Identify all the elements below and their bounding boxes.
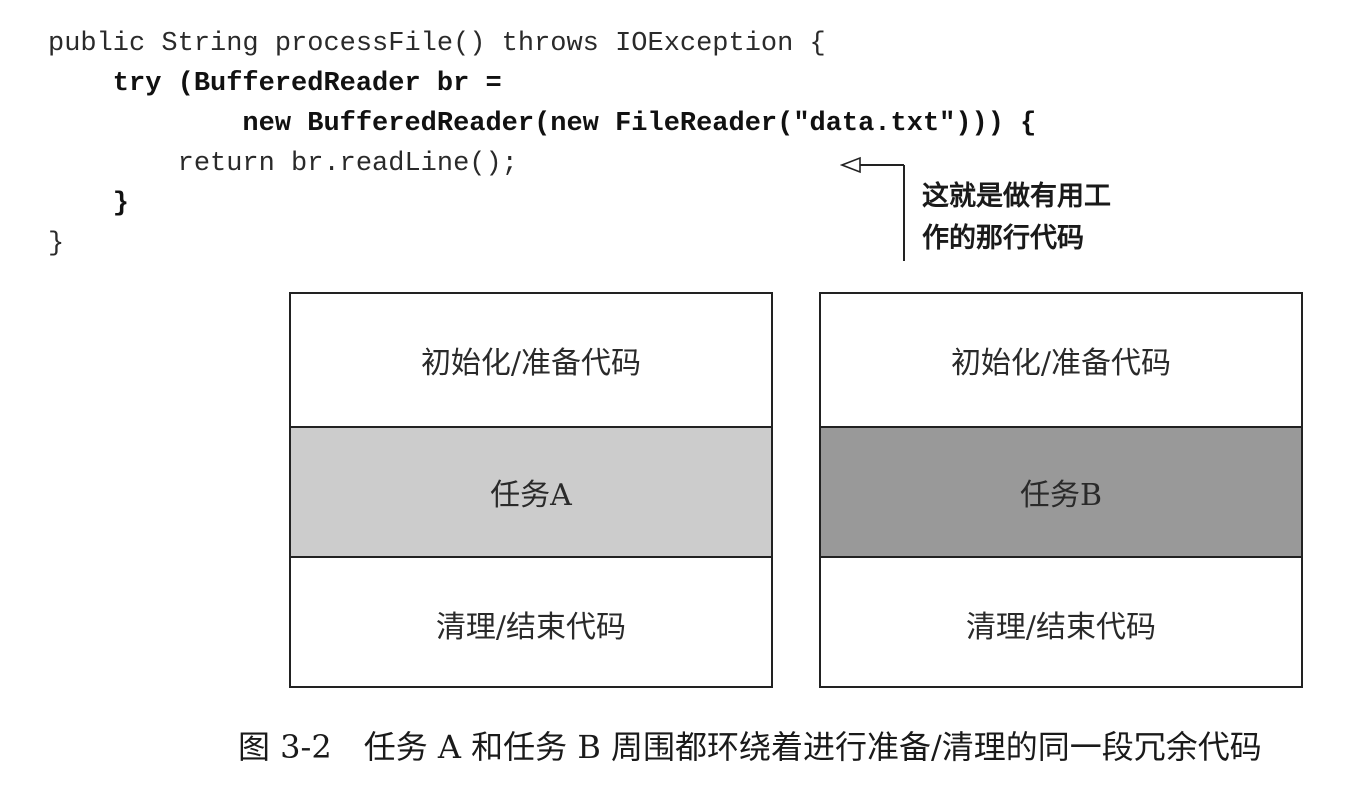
code-annotation: 这就是做有用工 作的那行代码 <box>840 150 1160 265</box>
code-line-5: } <box>48 189 130 219</box>
code-listing: public String processFile() throws IOExc… <box>48 24 1036 264</box>
callout-arrow-icon <box>840 156 905 261</box>
annotation-text: 这就是做有用工 作的那行代码 <box>922 176 1111 260</box>
code-line-6: } <box>48 229 65 259</box>
task-a-init-section: 初始化/准备代码 <box>420 346 642 381</box>
code-line-2: try (BufferedReader br = <box>48 69 502 99</box>
task-b-work-section: 任务B <box>821 426 1301 558</box>
code-line-4: return br.readLine(); <box>48 149 518 179</box>
annotation-line-1: 这就是做有用工 <box>922 181 1111 212</box>
task-b-init-section: 初始化/准备代码 <box>950 346 1172 381</box>
task-b-cleanup-section: 清理/结束代码 <box>965 610 1157 645</box>
figure-caption: 图 3-2 任务 A 和任务 B 周围都环绕着进行准备/清理的同一段冗余代码 <box>238 728 1262 766</box>
task-a-block: 初始化/准备代码 任务A 清理/结束代码 <box>289 292 773 688</box>
code-line-3: new BufferedReader(new FileReader("data.… <box>48 109 1037 139</box>
task-b-block: 初始化/准备代码 任务B 清理/结束代码 <box>819 292 1303 688</box>
annotation-line-2: 作的那行代码 <box>922 223 1084 254</box>
task-a-cleanup-section: 清理/结束代码 <box>435 610 627 645</box>
code-line-1: public String processFile() throws IOExc… <box>48 29 826 59</box>
task-a-work-section: 任务A <box>291 426 771 558</box>
